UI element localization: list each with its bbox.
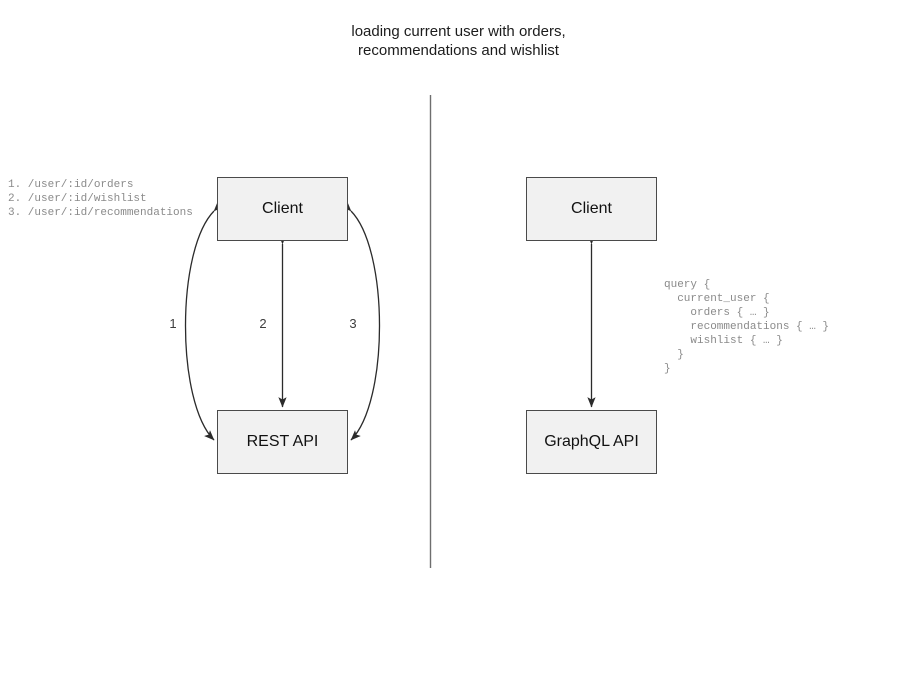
edge-label-1: 1: [169, 316, 177, 331]
node-label: REST API: [246, 433, 319, 450]
node-label: Client: [262, 200, 303, 217]
node-label: GraphQL API: [544, 433, 639, 450]
edge-label-2: 2: [259, 316, 267, 331]
node-rest-api[interactable]: REST API: [217, 410, 348, 474]
diagram-title: loading current user with orders, recomm…: [351, 23, 566, 59]
edge-3-curve: [341, 201, 381, 441]
node-label: Client: [571, 200, 612, 217]
edge-label-3: 3: [349, 316, 357, 331]
node-client-rest[interactable]: Client: [217, 177, 348, 241]
node-graphql-api[interactable]: GraphQL API: [526, 410, 657, 474]
rest-endpoints-list: 1. /user/:id/orders 2. /user/:id/wishlis…: [8, 179, 193, 219]
node-client-graphql[interactable]: Client: [526, 177, 657, 241]
graphql-query-block: query { current_user { orders { … } reco…: [664, 279, 830, 375]
edge-1-curve: [184, 201, 224, 441]
